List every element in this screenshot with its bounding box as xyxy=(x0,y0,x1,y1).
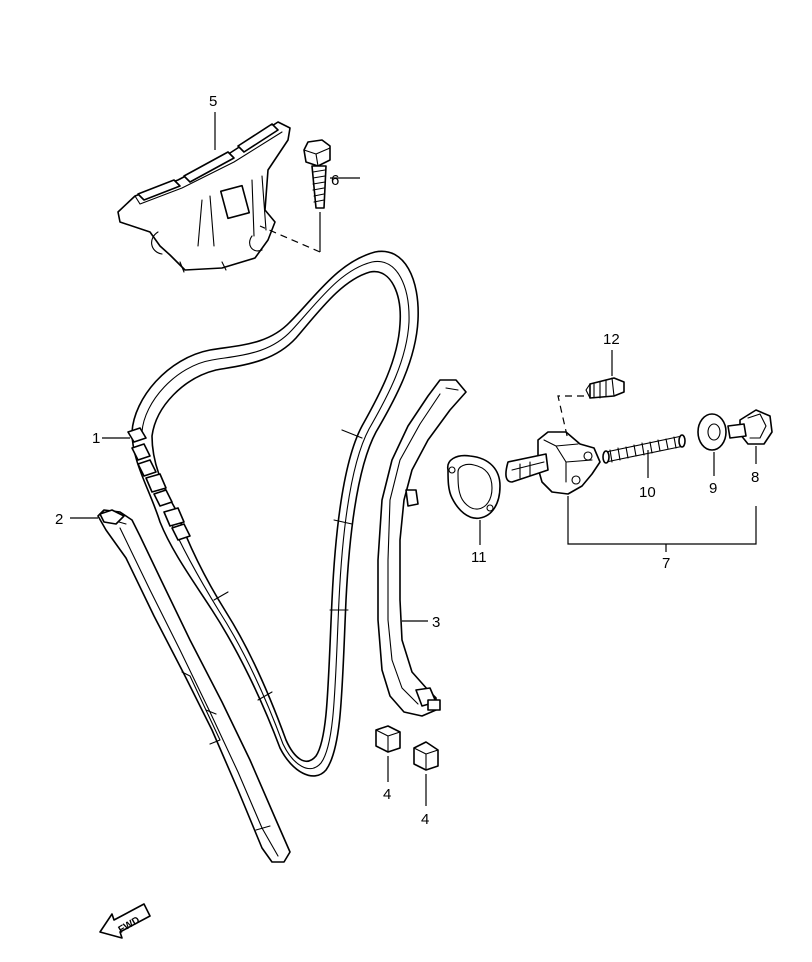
part-6-bolt xyxy=(303,139,331,209)
leader-7-bracket xyxy=(567,496,757,552)
part-3-chain-guide-right xyxy=(377,379,467,717)
callout-10: 10 xyxy=(639,484,656,501)
callout-11: 11 xyxy=(471,549,487,566)
callout-4a: 4 xyxy=(383,786,391,803)
fwd-arrow-icon: FWD xyxy=(99,903,151,939)
callout-12: 12 xyxy=(603,331,620,348)
part-10-spring xyxy=(602,434,686,464)
callout-4b: 4 xyxy=(421,811,429,828)
part-8-cap-bolt xyxy=(727,409,773,445)
callout-9: 9 xyxy=(709,480,717,497)
part-1-cam-chain xyxy=(127,250,419,777)
callout-6: 6 xyxy=(331,172,339,189)
callout-1: 1 xyxy=(92,430,100,447)
part-4-cushion-a xyxy=(375,725,401,753)
callout-8: 8 xyxy=(751,469,759,486)
bolt-6-dashed-line xyxy=(259,225,321,253)
part-12-bolt xyxy=(585,377,625,399)
part-7-tensioner-body xyxy=(505,431,601,495)
callout-2: 2 xyxy=(55,511,63,528)
bolt-12-dashed-line xyxy=(557,395,584,441)
part-9-washer xyxy=(697,413,727,451)
callout-7: 7 xyxy=(662,555,670,572)
part-2-chain-guide-left xyxy=(97,509,291,863)
part-4-cushion-b xyxy=(413,741,439,771)
callout-3: 3 xyxy=(432,614,440,631)
part-5-chain-guide-upper xyxy=(117,121,291,273)
part-11-gasket xyxy=(446,454,501,520)
callout-5: 5 xyxy=(209,93,217,110)
